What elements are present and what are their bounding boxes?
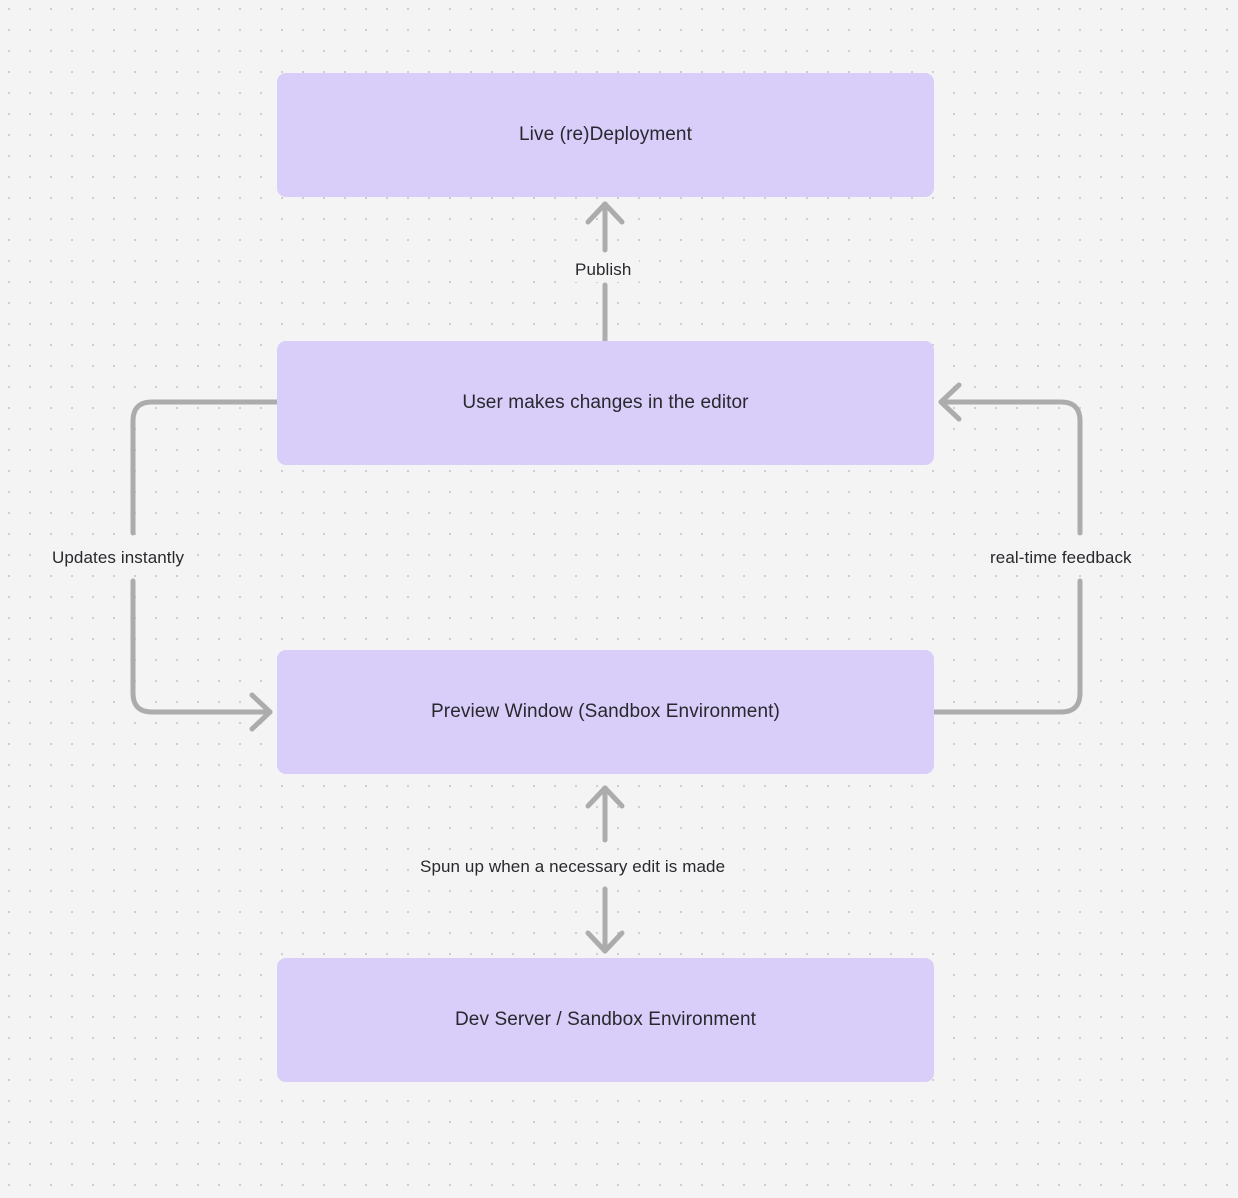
edge-updates-path-lower <box>130 578 273 715</box>
node-dev-server-label: Dev Server / Sandbox Environment <box>454 1009 756 1030</box>
edge-updates-path-upper <box>130 399 280 536</box>
node-user-changes-label: User makes changes in the editor <box>462 392 749 413</box>
node-dev-server[interactable]: Dev Server / Sandbox Environment <box>277 958 934 1082</box>
edge-feedback-path-upper <box>938 399 1083 536</box>
edge-label-publish: Publish <box>567 258 640 282</box>
edge-label-updates-instantly: Updates instantly <box>44 546 193 570</box>
node-live-deployment-label: Live (re)Deployment <box>519 124 692 145</box>
edge-publish-arrowhead-up <box>585 201 625 225</box>
edge-spun-up-arrowhead-up <box>585 785 625 809</box>
node-live-deployment[interactable]: Live (re)Deployment <box>277 73 934 197</box>
edge-label-real-time-feedback: real-time feedback <box>982 546 1140 570</box>
edge-spun-up-arrowhead-down <box>585 930 625 954</box>
edge-updates-arrowhead-right <box>249 692 273 732</box>
node-preview-window[interactable]: Preview Window (Sandbox Environment) <box>277 650 934 774</box>
edge-feedback-arrowhead-left <box>938 382 962 422</box>
edge-feedback-path-lower <box>931 578 1083 715</box>
edge-label-spun-up: Spun up when a necessary edit is made <box>412 855 734 879</box>
node-preview-window-label: Preview Window (Sandbox Environment) <box>431 701 780 722</box>
node-user-changes[interactable]: User makes changes in the editor <box>277 341 934 465</box>
